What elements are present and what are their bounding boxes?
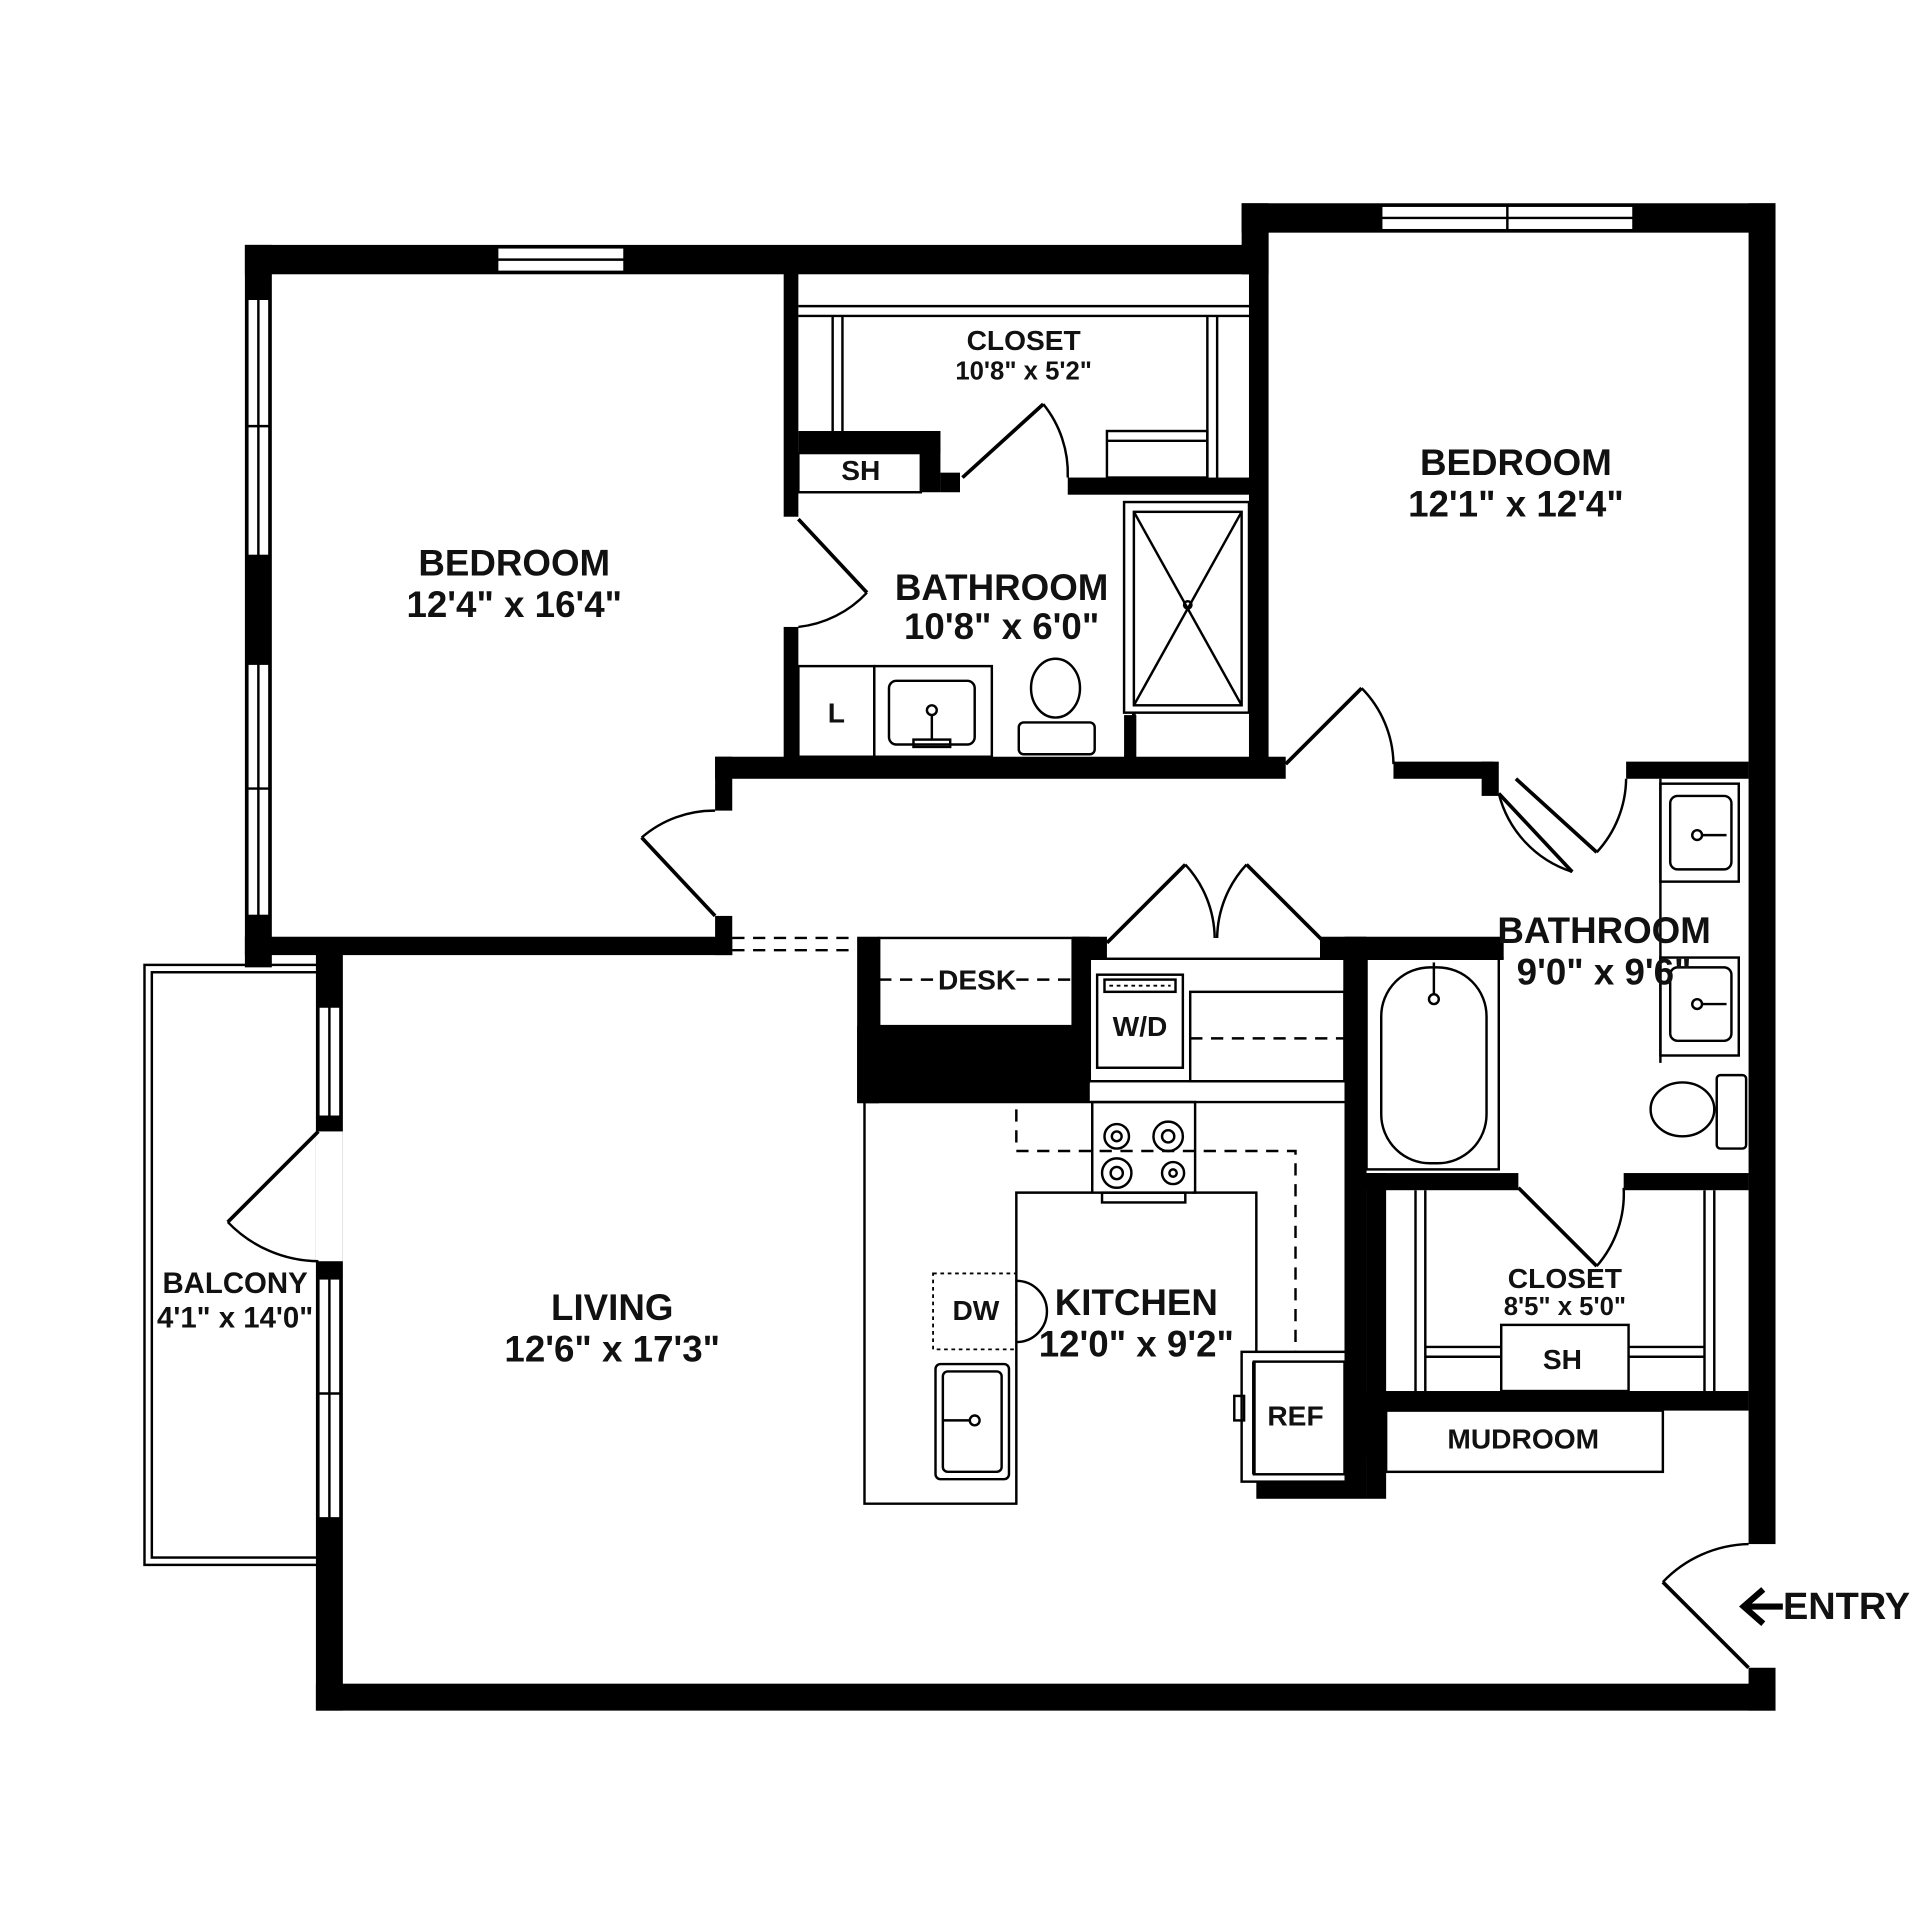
doors[interactable] <box>640 402 1750 1670</box>
shelf-right-label: SH <box>1543 1344 1582 1375</box>
closet-right: SH CLOSET 8'5" x 5'0" <box>1414 1190 1716 1393</box>
bedroom-right-dims: 12'1" x 12'4" <box>1408 484 1624 525</box>
bathroom-right-name: BATHROOM <box>1497 910 1710 951</box>
shower-icon <box>1122 500 1251 714</box>
closet-top: CLOSET 10'8" x 5'2" <box>798 304 1252 479</box>
entry-marker: ENTRY <box>1739 1586 1910 1628</box>
balcony-outline <box>143 963 320 1567</box>
laundry: W/D <box>1088 957 1346 1083</box>
kitchen: DW REF KITCHEN 12'0" x 9'2" <box>863 1100 1366 1505</box>
living-dims: 12'6" x 17'3" <box>504 1329 720 1370</box>
closet-right-dims: 8'5" x 5'0" <box>1504 1293 1626 1321</box>
living: LIVING 12'6" x 17'3" <box>504 1287 720 1370</box>
closet-top-name: CLOSET <box>967 325 1081 356</box>
balcony: BALCONY 4'1" x 14'0" <box>157 1267 313 1334</box>
left-arrow-icon <box>1739 1587 1783 1626</box>
living-name: LIVING <box>551 1287 673 1328</box>
bathtub-icon <box>1365 957 1500 1171</box>
bedroom-right: BEDROOM 12'1" x 12'4" <box>1408 442 1624 525</box>
bedroom-left: BEDROOM 12'4" x 16'4" <box>406 543 622 626</box>
kitchen-dims: 12'0" x 9'2" <box>1039 1324 1234 1365</box>
sink-icon <box>1659 956 1740 1057</box>
stove-icon <box>1091 1100 1197 1204</box>
kitchen-name: KITCHEN <box>1055 1282 1218 1323</box>
bathroom-top-dims: 10'8" x 6'0" <box>904 606 1099 647</box>
linen-label: L <box>828 697 845 728</box>
bathroom-top-name: BATHROOM <box>895 567 1108 608</box>
balcony-name: BALCONY <box>162 1267 308 1300</box>
toilet-icon <box>1017 657 1096 756</box>
washer-dryer-icon <box>1095 973 1185 1069</box>
dishwasher-label: DW <box>952 1295 999 1326</box>
bedroom-left-name: BEDROOM <box>418 543 610 584</box>
sink-icon <box>1659 782 1740 883</box>
balcony-door[interactable] <box>226 1130 343 1263</box>
interior-walls <box>715 232 1749 1499</box>
bedroom-right-name: BEDROOM <box>1420 442 1612 483</box>
sink-icon <box>873 664 994 758</box>
entry-label: ENTRY <box>1783 1586 1910 1628</box>
sink-icon <box>934 1362 1011 1481</box>
dishwasher-icon: DW <box>932 1272 1049 1351</box>
toilet-icon <box>1649 1073 1748 1150</box>
bathroom-right-dims: 9'0" x 9'6" <box>1517 951 1692 992</box>
mudroom: MUDROOM <box>1384 1409 1665 1474</box>
bedroom-left-dims: 12'4" x 16'4" <box>406 584 622 625</box>
balcony-dims: 4'1" x 14'0" <box>157 1301 313 1334</box>
closet-top-dims: 10'8" x 5'2" <box>955 358 1092 386</box>
washer-dryer-label: W/D <box>1113 1011 1168 1042</box>
windows <box>246 204 1635 1520</box>
shelf-label: SH <box>841 455 880 486</box>
refrigerator-label: REF <box>1267 1400 1323 1431</box>
bathroom-right: BATHROOM 9'0" x 9'6" <box>1365 778 1748 1171</box>
mudroom-name: MUDROOM <box>1447 1424 1599 1455</box>
refrigerator-icon: REF <box>1233 1350 1366 1483</box>
bathroom-top: SH L BATHROOM 10'8" x 6'0" <box>797 451 1251 760</box>
desk-area: DESK <box>732 936 1074 1028</box>
desk-label: DESK <box>938 964 1017 995</box>
closet-right-name: CLOSET <box>1508 1263 1622 1294</box>
